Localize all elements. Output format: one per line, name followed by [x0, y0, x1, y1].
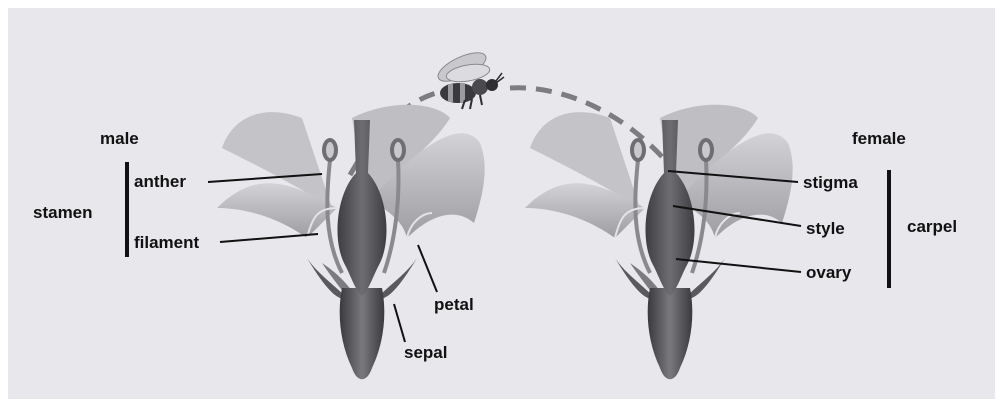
filament-label: filament [134, 233, 199, 253]
petal-label: petal [434, 295, 474, 315]
filament-leader [220, 234, 318, 242]
stamen-label: stamen [33, 203, 93, 223]
style-label: style [806, 219, 845, 239]
flower-male-icon [217, 105, 485, 379]
stigma-label: stigma [803, 173, 858, 193]
sepal-label: sepal [404, 343, 447, 363]
flower-female-icon [525, 105, 793, 379]
male-title: male [100, 129, 139, 149]
petal-leader [418, 245, 437, 292]
carpel-label: carpel [907, 217, 957, 237]
anther-label: anther [134, 172, 186, 192]
ovary-label: ovary [806, 263, 851, 283]
bee-icon [434, 47, 504, 109]
female-title: female [852, 129, 906, 149]
sepal-leader [394, 304, 405, 342]
